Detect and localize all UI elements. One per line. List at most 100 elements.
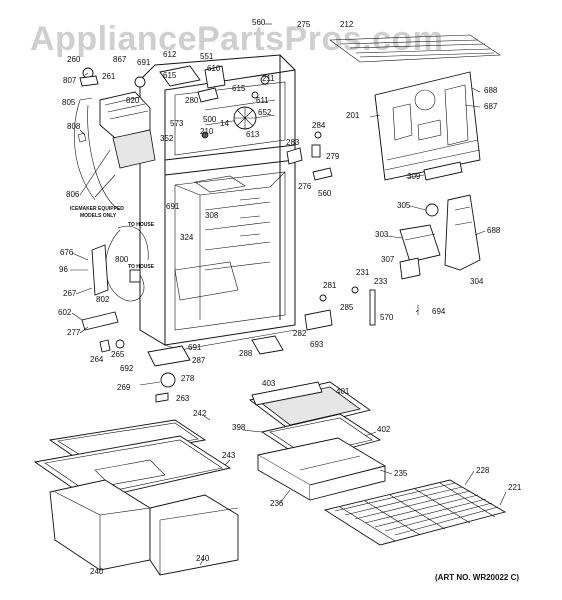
callout-240-right: 240 xyxy=(196,554,210,563)
callout-692: 692 xyxy=(120,364,134,373)
callout-612: 612 xyxy=(163,50,177,59)
callout-233: 233 xyxy=(374,277,388,286)
callout-231: 231 xyxy=(356,268,370,277)
callout-277: 277 xyxy=(67,328,81,337)
part-304-shape xyxy=(444,194,481,271)
part-276-shape xyxy=(312,167,333,181)
part-278-shape xyxy=(160,372,176,388)
callout-652: 652 xyxy=(258,108,272,117)
callout-260: 260 xyxy=(67,55,81,64)
callout-96: 96 xyxy=(59,265,68,274)
callout-694: 694 xyxy=(432,307,446,316)
callout-570: 570 xyxy=(380,313,394,322)
part-288-shape xyxy=(251,335,284,355)
freezer-wire-shelf-top xyxy=(329,34,501,63)
callout-688-b: 688 xyxy=(487,226,501,235)
note-to-house-a: TO HOUSE xyxy=(128,222,155,228)
callout-867: 867 xyxy=(113,55,127,64)
part-309-shape xyxy=(423,161,463,181)
callout-305: 305 xyxy=(397,201,411,210)
callout-613: 613 xyxy=(246,130,260,139)
callout-602: 602 xyxy=(58,308,72,317)
callout-324: 324 xyxy=(180,233,194,242)
callout-210: 210 xyxy=(200,127,214,136)
callout-573: 573 xyxy=(170,119,184,128)
part-260-shape xyxy=(79,75,99,87)
callout-201: 201 xyxy=(346,111,360,120)
callout-307: 307 xyxy=(381,255,395,264)
callout-228: 228 xyxy=(476,466,490,475)
part-283-shape xyxy=(286,147,303,165)
harness-806 xyxy=(73,99,96,201)
callout-500: 500 xyxy=(203,115,217,124)
callout-820: 820 xyxy=(126,96,140,105)
callout-221: 221 xyxy=(508,483,522,492)
crisper-drawer-left-240 xyxy=(49,479,151,571)
callout-282: 282 xyxy=(293,329,307,338)
callout-212: 212 xyxy=(340,20,354,29)
callout-676: 676 xyxy=(60,248,74,257)
callout-398: 398 xyxy=(232,423,246,432)
glass-shelf-401 xyxy=(248,381,372,431)
callout-560-b: 560 xyxy=(318,189,332,198)
part-279-shape xyxy=(311,144,321,158)
callout-687: 687 xyxy=(484,102,498,111)
part-808-shape xyxy=(77,132,87,143)
part-269-shape xyxy=(139,381,161,386)
note-icemaker-1: ICEMAKER EQUIPPED xyxy=(70,206,124,212)
callout-615-a: 615 xyxy=(163,71,177,80)
callout-276: 276 xyxy=(298,182,312,191)
leader-lines xyxy=(70,23,507,570)
callout-693: 693 xyxy=(310,340,324,349)
note-icemaker-2: MODELS ONLY xyxy=(80,213,117,219)
callout-288: 288 xyxy=(239,349,253,358)
callout-236: 236 xyxy=(270,499,284,508)
callout-401: 401 xyxy=(336,387,350,396)
callout-279: 279 xyxy=(326,152,340,161)
part-282-shape xyxy=(304,309,333,331)
part-233-shape xyxy=(369,289,376,326)
part-307-shape xyxy=(399,257,421,280)
shelf-glass-242 xyxy=(48,419,207,463)
callout-403: 403 xyxy=(262,379,276,388)
callout-610: 610 xyxy=(207,64,221,73)
note-to-house-b: TO HOUSE xyxy=(128,264,155,270)
part-281-shape xyxy=(319,294,327,302)
part-263-shape xyxy=(155,392,169,403)
callout-691-b: 691 xyxy=(166,202,180,211)
back-panel-201 xyxy=(374,71,481,181)
callout-287: 287 xyxy=(192,356,206,365)
callout-802: 802 xyxy=(96,295,110,304)
refrigerator-cabinet xyxy=(139,54,296,351)
callout-308: 308 xyxy=(205,211,219,220)
callout-265: 265 xyxy=(111,350,125,359)
callout-303: 303 xyxy=(375,230,389,239)
callout-691-a: 691 xyxy=(137,58,151,67)
wire-shelf-228 xyxy=(323,479,507,546)
shelf-308 xyxy=(194,175,246,193)
callout-280: 280 xyxy=(185,96,199,105)
callout-402: 402 xyxy=(377,425,391,434)
callout-688-a: 688 xyxy=(484,86,498,95)
callout-691-c: 691 xyxy=(188,343,202,352)
callout-211: 211 xyxy=(262,74,275,83)
callout-611: 611 xyxy=(256,96,269,105)
callout-243: 243 xyxy=(222,451,236,460)
evaporator-fan xyxy=(159,65,270,139)
callout-283: 283 xyxy=(286,138,300,147)
art-number: (ART NO. WR20022 C) xyxy=(435,573,519,582)
callout-284: 284 xyxy=(312,121,326,130)
meat-pan-236 xyxy=(256,437,387,501)
callout-281: 281 xyxy=(323,281,337,290)
callout-267: 267 xyxy=(63,289,77,298)
callout-352: 352 xyxy=(160,134,174,143)
callout-285: 285 xyxy=(340,303,354,312)
callout-278: 278 xyxy=(181,374,195,383)
part-231-shape xyxy=(351,286,359,294)
callout-275: 275 xyxy=(297,20,311,29)
callout-14: 14 xyxy=(220,119,229,128)
callout-560-top: 560 xyxy=(252,18,266,27)
callout-805: 805 xyxy=(62,98,76,107)
